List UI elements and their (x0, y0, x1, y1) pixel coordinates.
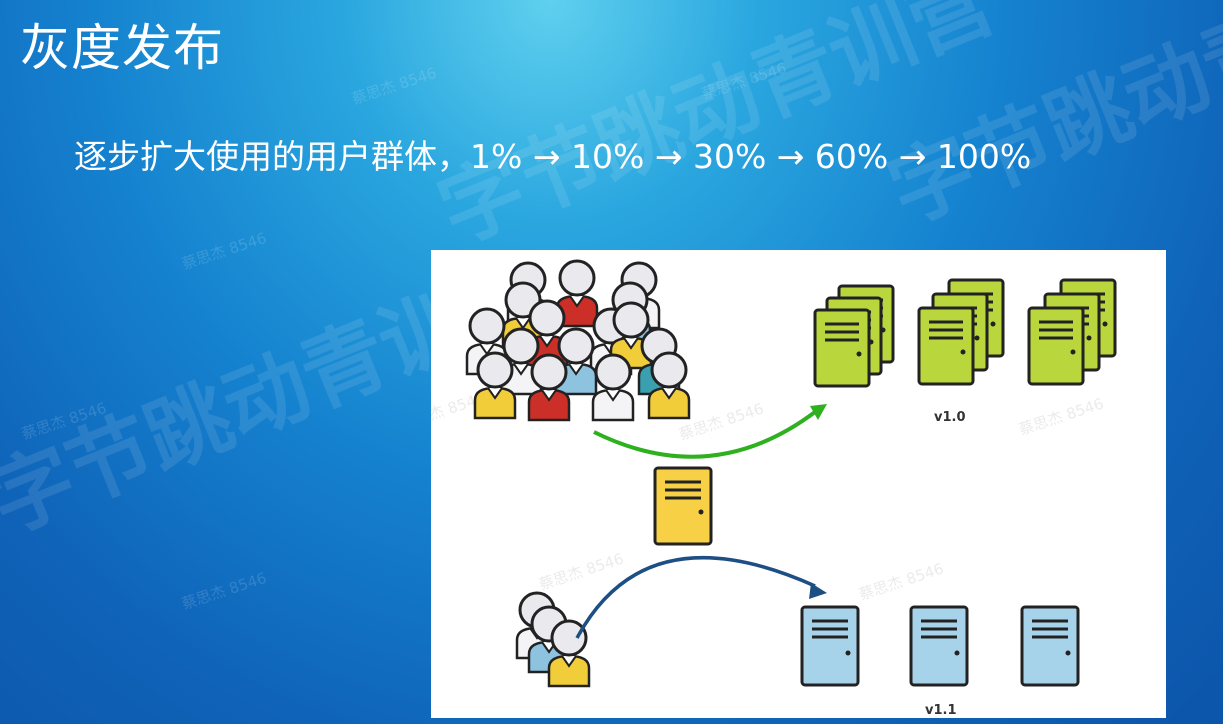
watermark-name: 蔡思杰 8546 (179, 568, 269, 614)
server-stack-v1-0-a (813, 284, 895, 388)
watermark-name: 蔡思杰 8546 (349, 63, 439, 109)
user-crowd-large (465, 259, 691, 422)
server-v1-1-a (800, 605, 860, 687)
diagram-panel: 蔡思杰 8546 蔡思杰 8546 蔡思杰 8546 蔡思杰 8546 蔡思杰 … (431, 250, 1166, 718)
user-crowd-small (515, 591, 591, 688)
page-title: 灰度发布 (20, 19, 224, 77)
canary-diagram: 蔡思杰 8546 蔡思杰 8546 蔡思杰 8546 蔡思杰 8546 蔡思杰 … (431, 259, 1117, 688)
slide-subtitle: 逐步扩大使用的用户群体，1% → 10% → 30% → 60% → 100% (74, 137, 1032, 176)
watermark-name: 蔡思杰 8546 (857, 560, 946, 604)
gateway-server-icon (653, 466, 713, 546)
server-v1-1-b (909, 605, 969, 687)
version-label-v1-1: v1.1 (925, 703, 957, 718)
server-stack-v1-0-c (1027, 278, 1117, 386)
version-label-v1-0: v1.0 (934, 410, 966, 425)
arrow-to-v1-0 (593, 404, 827, 459)
watermark-name: 蔡思杰 8546 (1017, 395, 1106, 439)
server-stack-v1-0-b (917, 278, 1005, 386)
arrow-to-v1-1 (575, 555, 827, 639)
watermark-name: 蔡思杰 8546 (537, 550, 626, 594)
server-v1-1-c (1020, 605, 1080, 687)
watermark-name: 蔡思杰 8546 (179, 228, 269, 274)
